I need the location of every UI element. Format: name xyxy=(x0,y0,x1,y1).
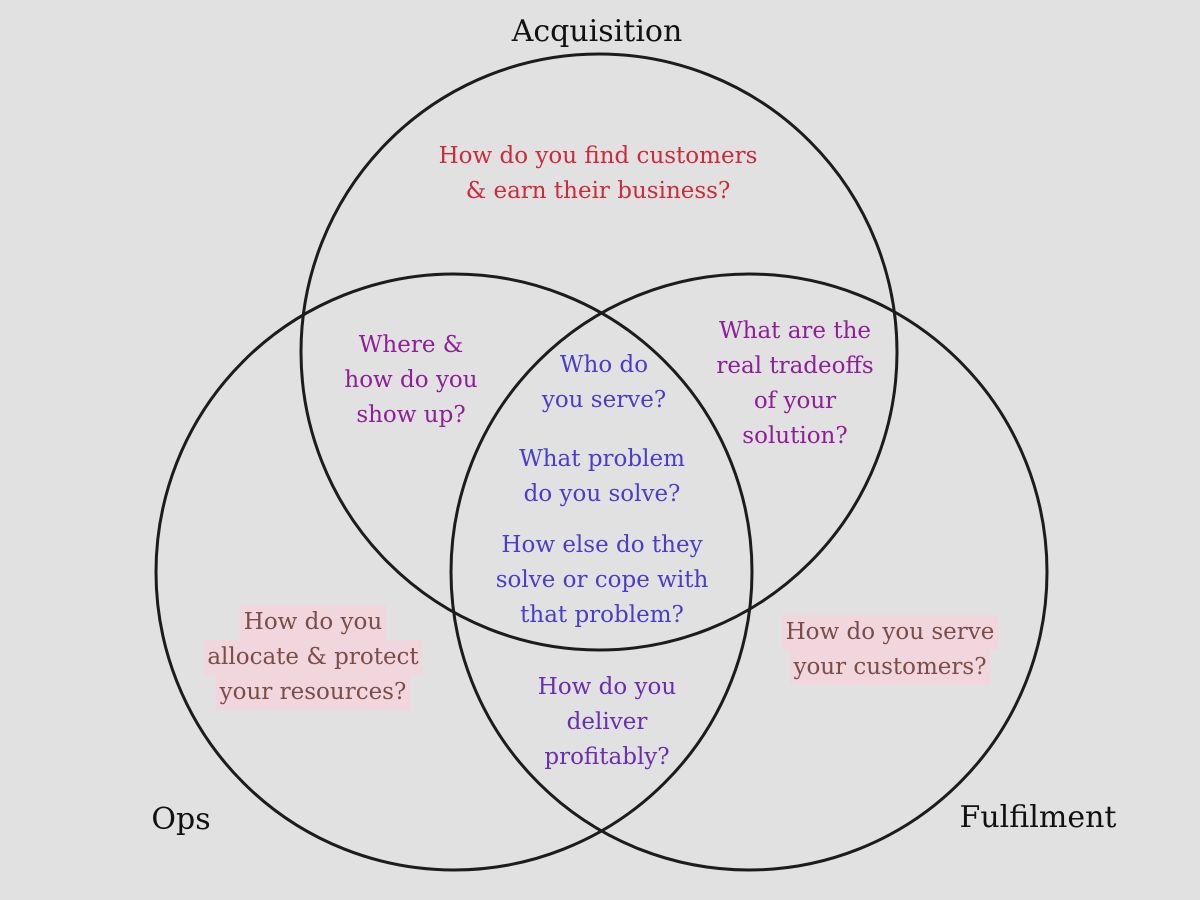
fulfilment-circle xyxy=(449,272,1049,872)
acquisition-label: Acquisition xyxy=(511,14,683,49)
ops-label: Ops xyxy=(151,802,211,837)
acquisition-circle xyxy=(299,52,899,652)
ops-circle xyxy=(154,272,754,872)
acquisition-question: How do you find customers& earn their bu… xyxy=(438,143,758,204)
fulfilment-label: Fulfilment xyxy=(959,800,1117,835)
